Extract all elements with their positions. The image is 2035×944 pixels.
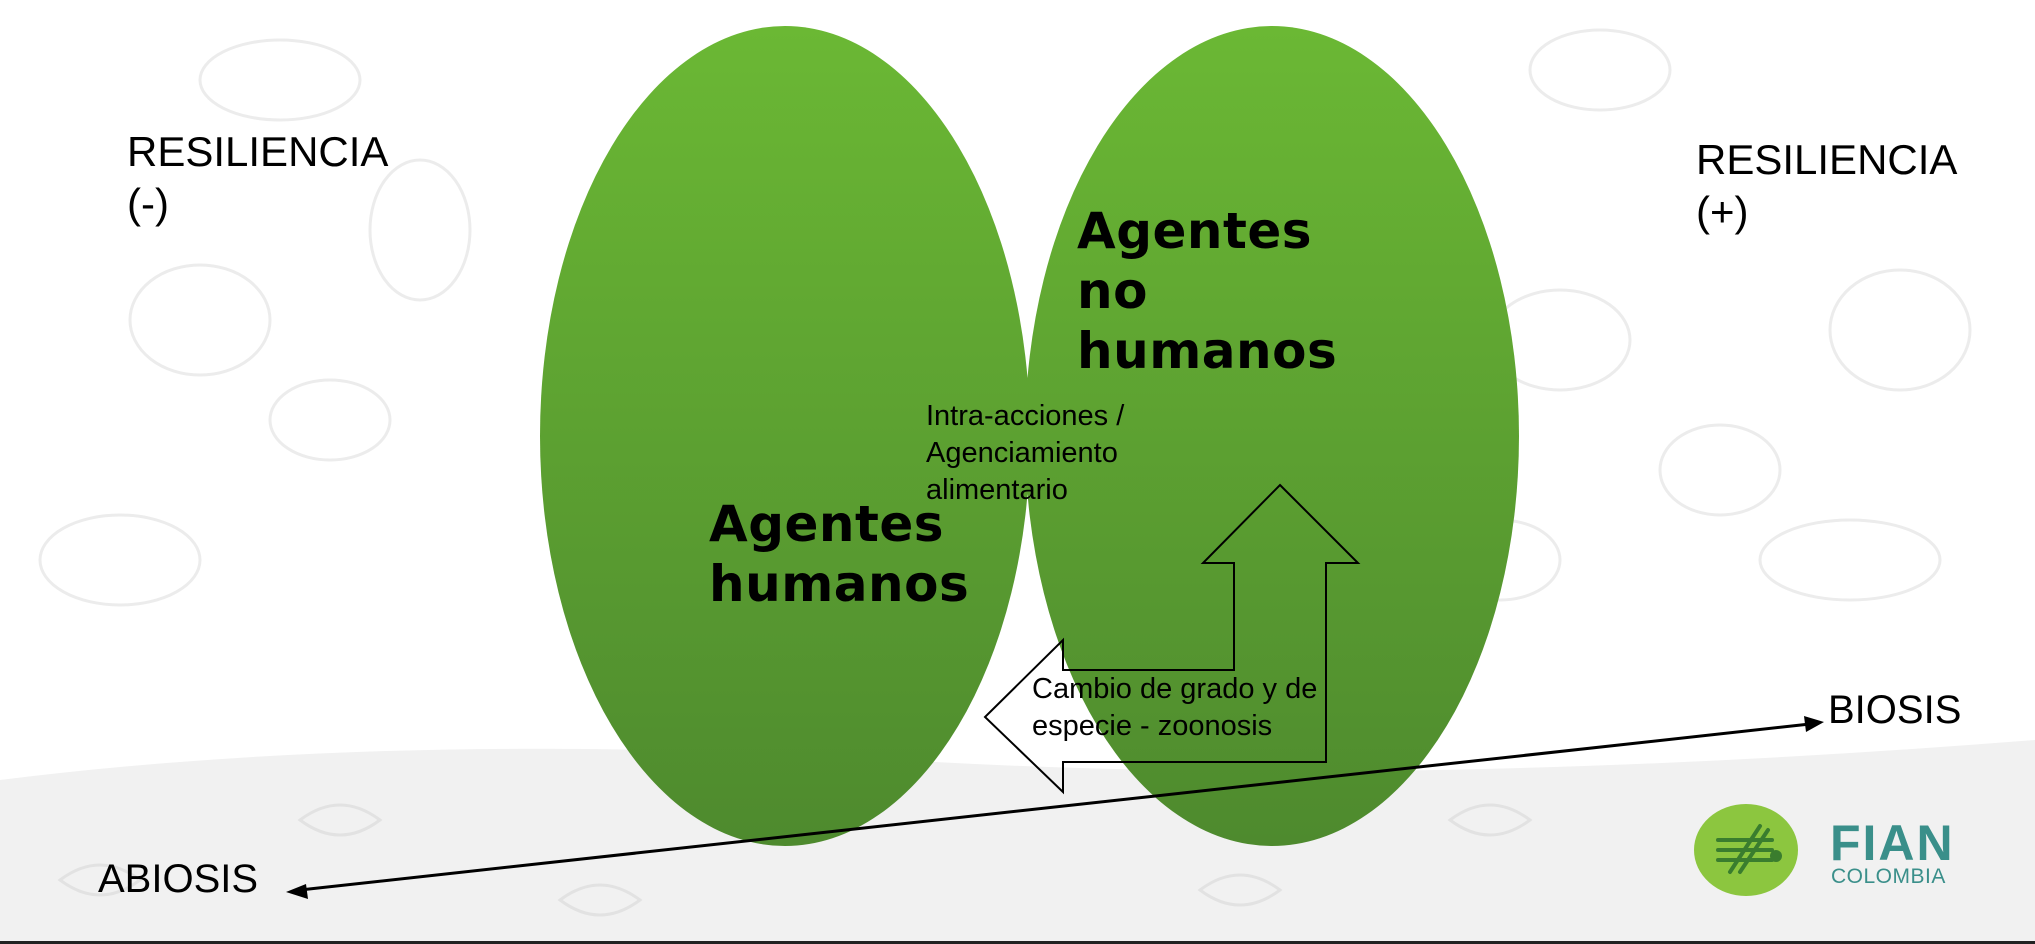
intra-acciones-line-1: Intra-acciones / <box>926 400 1125 432</box>
bent-arrow <box>983 483 1361 795</box>
arrowhead-abiosis <box>286 884 308 899</box>
resiliencia-negative-line-2: (-) <box>127 180 169 227</box>
logo-name: FIAN <box>1830 815 1955 871</box>
agentes-no-humanos-line-2: no <box>1077 262 1148 320</box>
logo-subtitle: COLOMBIA <box>1831 865 1946 888</box>
abiosis-biosis-axis <box>299 722 1811 892</box>
cambio-line-1: Cambio de grado y de <box>1032 673 1318 705</box>
intra-acciones-line-3: alimentario <box>926 474 1068 506</box>
intra-acciones-label: Intra-acciones / Agenciamiento alimentar… <box>926 398 1124 509</box>
agentes-no-humanos-label: Agentes no humanos <box>1077 201 1337 381</box>
abiosis-label: ABIOSIS <box>98 857 259 901</box>
resiliencia-negative-line-1: RESILIENCIA <box>127 128 389 175</box>
fian-colombia-logo: FIAN COLOMBIA <box>1690 800 1953 900</box>
resiliencia-negative-label: RESILIENCIA (-) <box>127 126 388 230</box>
left-ellipse <box>540 26 1030 846</box>
agentes-humanos-line-1: Agentes <box>709 495 945 553</box>
resiliencia-positive-line-1: RESILIENCIA <box>1696 136 1958 183</box>
agentes-humanos-label: Agentes humanos <box>709 494 969 614</box>
resiliencia-positive-line-2: (+) <box>1696 188 1749 235</box>
agentes-humanos-line-2: humanos <box>709 555 970 613</box>
cambio-line-2: especie - zoonosis <box>1032 710 1273 742</box>
arrowhead-biosis <box>1804 716 1824 732</box>
bottom-border <box>0 941 2035 944</box>
agentes-no-humanos-line-3: humanos <box>1077 322 1338 380</box>
right-ellipse <box>1025 26 1519 846</box>
cambio-label: Cambio de grado y de especie - zoonosis <box>1032 671 1317 745</box>
biosis-label: BIOSIS <box>1828 688 1962 732</box>
agentes-no-humanos-line-1: Agentes <box>1077 202 1313 260</box>
resiliencia-positive-label: RESILIENCIA (+) <box>1696 134 1957 238</box>
fian-emblem-icon <box>1694 804 1798 896</box>
intra-acciones-line-2: Agenciamiento <box>926 437 1118 469</box>
